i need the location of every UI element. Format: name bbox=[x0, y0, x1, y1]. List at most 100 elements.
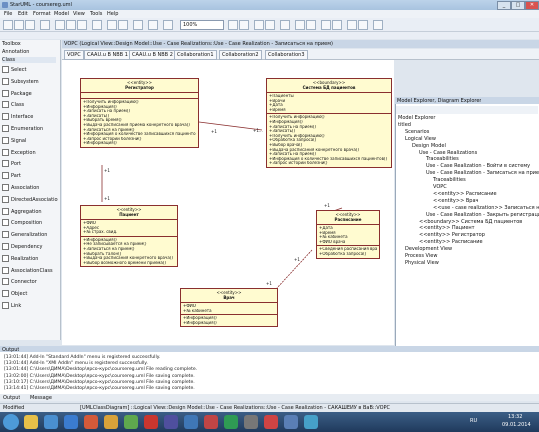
explorer-tree-item[interactable]: Model Explorer bbox=[398, 115, 436, 121]
find-icon[interactable] bbox=[133, 20, 143, 30]
class-operation[interactable]: +Информация() bbox=[183, 320, 217, 325]
toolbox-item[interactable]: Association bbox=[2, 184, 58, 191]
toolbox-item[interactable]: Connector bbox=[2, 278, 58, 286]
word-icon[interactable] bbox=[64, 415, 78, 429]
minimize-button[interactable]: _ bbox=[497, 1, 511, 10]
explorer-tree-item[interactable]: Use - Case Realization - Записаться на п… bbox=[426, 170, 539, 177]
class-operation[interactable]: +Получить информацию() bbox=[269, 133, 325, 138]
class-attribute[interactable]: +Врачи bbox=[269, 98, 286, 103]
association-sch-doc[interactable] bbox=[276, 249, 313, 289]
utorrent-icon[interactable] bbox=[124, 415, 138, 429]
explorer-tree-item[interactable]: <<entity>> Врач bbox=[433, 197, 479, 204]
toolbox-item[interactable]: DirectedAssociation bbox=[2, 195, 58, 203]
paste-icon[interactable] bbox=[77, 20, 87, 30]
class-registrar[interactable]: <<entity>>Регистратор+Получить информаци… bbox=[80, 78, 199, 148]
tab-collaboration-2[interactable]: Collaboration2 bbox=[219, 50, 262, 60]
class-operation[interactable]: +Выбрать талон() bbox=[83, 251, 122, 256]
class-attribute[interactable]: +Пациенты bbox=[269, 94, 294, 98]
app-icon-10[interactable] bbox=[224, 415, 238, 429]
class-operation[interactable]: +Выдача расписания конкретного врача() bbox=[83, 256, 173, 261]
toolbox-item[interactable]: Exception bbox=[2, 148, 58, 156]
class-operation[interactable]: +Обработка запроса() bbox=[319, 251, 367, 256]
class-attribute[interactable]: +Время bbox=[319, 230, 336, 235]
class-doctor[interactable]: <<entity>>Врач+ФИО+№ кабинета+Информация… bbox=[180, 288, 278, 328]
explorer-tree-item[interactable]: VOPC bbox=[433, 184, 447, 190]
class-operation[interactable]: +Информация() bbox=[83, 141, 117, 146]
toolbox-item[interactable]: Object bbox=[2, 290, 58, 298]
line-style-icon[interactable] bbox=[373, 20, 383, 30]
menu-model[interactable]: Model bbox=[54, 11, 70, 17]
menu-format[interactable]: Format bbox=[33, 11, 51, 17]
toolbox-item[interactable]: Signal bbox=[2, 136, 58, 144]
explorer-tree-item[interactable]: <<entity>> Регистратор bbox=[419, 232, 485, 239]
zoom-in-icon[interactable] bbox=[228, 20, 238, 30]
class-operation[interactable]: +Запрос истории болезни() bbox=[269, 161, 328, 166]
class-operation[interactable]: +Записаться на прием() bbox=[83, 127, 135, 132]
app-icon-7[interactable] bbox=[164, 415, 178, 429]
toolbox-item[interactable]: Link bbox=[2, 302, 58, 309]
explorer-tree-item[interactable]: Process View bbox=[405, 253, 438, 259]
zoom-out-icon[interactable] bbox=[239, 20, 249, 30]
class-operation[interactable]: +Информация() bbox=[183, 316, 217, 321]
class-operation[interactable]: +Записать на прием() bbox=[269, 152, 316, 157]
class-operation[interactable]: +Выбор врача() bbox=[269, 142, 303, 147]
class-operation[interactable]: +Записать() bbox=[269, 129, 296, 134]
class-operation[interactable]: +Информация о количестве записавшихся па… bbox=[83, 132, 196, 137]
class-attribute[interactable]: +№ кабинета bbox=[183, 308, 212, 313]
explorer-tree-item[interactable]: Design Model bbox=[412, 142, 446, 149]
class-patient-db-system[interactable]: <<boundary>>Система БД пациентов+Пациент… bbox=[266, 78, 392, 168]
toolbox-item[interactable]: AssociationClass bbox=[2, 266, 58, 274]
tab-message[interactable]: Message bbox=[30, 395, 52, 401]
explorer-tree-item[interactable]: <<entity>> Расписание bbox=[419, 239, 483, 246]
line-color-icon[interactable] bbox=[265, 20, 275, 30]
toolbox-item[interactable]: Class bbox=[2, 101, 58, 109]
suppress-operations-icon[interactable] bbox=[332, 20, 342, 30]
class-schedule[interactable]: <<entity>>Расписание+Дата+Время+№ кабине… bbox=[316, 210, 380, 259]
color-fill-icon[interactable] bbox=[254, 20, 264, 30]
explorer-tree-item[interactable]: Use - Case Realization - Закрыть регистр… bbox=[426, 211, 539, 218]
explorer-tree-item[interactable]: <<use - case realization>> Записаться на… bbox=[433, 204, 539, 211]
explorer-tree-item[interactable]: Scenarios bbox=[405, 128, 430, 135]
tab-collaboration-3[interactable]: Collaboration3 bbox=[265, 50, 308, 60]
class-patient[interactable]: <<entity>>Пациент+ФИО+Адрес+№ страх. сви… bbox=[80, 205, 178, 268]
class-attribute[interactable]: +Адрес bbox=[83, 225, 100, 230]
staruml-task-icon[interactable] bbox=[304, 415, 318, 429]
show-parent-icon[interactable] bbox=[358, 20, 368, 30]
layout-icon[interactable] bbox=[163, 20, 173, 30]
undo-icon[interactable] bbox=[107, 20, 117, 30]
toolbox-item[interactable]: Generalization bbox=[2, 231, 58, 239]
association-reg-sys[interactable] bbox=[198, 121, 263, 131]
class-attribute[interactable]: +Дата bbox=[269, 103, 283, 108]
cut-icon[interactable] bbox=[55, 20, 65, 30]
app-icon-13[interactable] bbox=[284, 415, 298, 429]
class-operation[interactable]: +Информация() bbox=[269, 119, 303, 124]
class-operation[interactable]: +Записать() bbox=[83, 113, 110, 118]
menu-tools[interactable]: Tools bbox=[90, 11, 103, 17]
explorer-tree-item[interactable]: <<entity>> Расписание bbox=[433, 190, 497, 197]
explorer-icon[interactable] bbox=[24, 415, 38, 429]
class-operation[interactable]: +Записать на прием() bbox=[269, 124, 316, 129]
delete-icon[interactable] bbox=[92, 20, 102, 30]
tab-output[interactable]: Output bbox=[3, 395, 21, 401]
maximize-button[interactable]: □ bbox=[511, 1, 525, 10]
toolbox-item[interactable]: Port bbox=[2, 160, 58, 168]
menu-file[interactable]: File bbox=[4, 11, 13, 17]
explorer-tree-item[interactable]: Traceabilities bbox=[433, 177, 466, 184]
tab-vopc[interactable]: VOPC bbox=[64, 50, 84, 60]
explorer-tree-item[interactable]: Logical View bbox=[405, 135, 436, 142]
app-icon-9[interactable] bbox=[204, 415, 218, 429]
toolbox-section[interactable]: Annotation bbox=[2, 49, 30, 55]
menu-help[interactable]: Help bbox=[107, 11, 119, 17]
yandex-icon[interactable] bbox=[144, 415, 158, 429]
menu-view[interactable]: View bbox=[73, 11, 85, 17]
stereotype-icon[interactable] bbox=[347, 20, 357, 30]
opera-icon[interactable] bbox=[84, 415, 98, 429]
class-operation[interactable]: +Информация() bbox=[83, 237, 117, 242]
toolbox-item[interactable]: Package bbox=[2, 89, 58, 97]
app-icon-8[interactable] bbox=[184, 415, 198, 429]
class-operation[interactable]: +Выбор возможного времени приема() bbox=[83, 260, 166, 265]
toolbox-item[interactable]: Realization bbox=[2, 254, 58, 262]
close-button[interactable]: ✕ bbox=[525, 1, 539, 10]
save-icon[interactable] bbox=[25, 20, 35, 30]
suppress-attributes-icon[interactable] bbox=[321, 20, 331, 30]
